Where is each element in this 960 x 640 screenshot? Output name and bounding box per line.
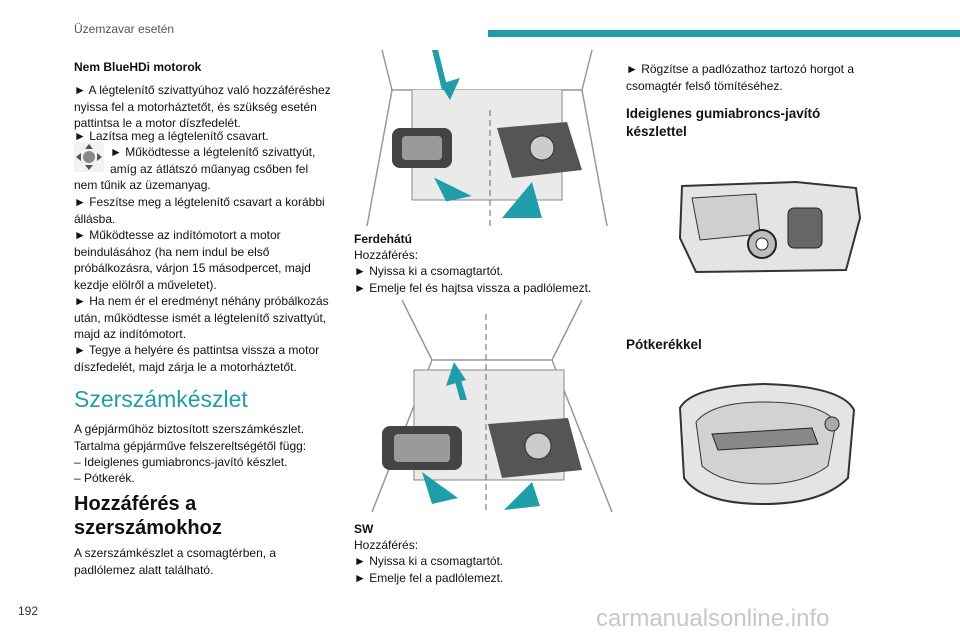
- step-fix-hook: ► Rögzítse a padlózathoz tartozó horgot …: [626, 62, 855, 93]
- access-location-text: A szerszámkészlet a csomagtérben, a padl…: [74, 546, 277, 577]
- step-retry: ► Ha nem ér el eredményt néhány próbálko…: [74, 294, 329, 341]
- heading-access-tools-1: Hozzáférés a: [74, 493, 197, 515]
- heading-access-tools-2: szerszámokhoz: [74, 517, 222, 539]
- toolkit-intro: A gépjárműhöz biztosított szerszámkészle…: [74, 422, 307, 453]
- heading-repair-kit-2: készlettel: [626, 124, 687, 139]
- sw-trunk-illustration: [362, 300, 618, 512]
- heading-repair-kit-1: Ideiglenes gumiabroncs-javító: [626, 106, 821, 121]
- repair-kit-tray-illustration: [676, 178, 862, 276]
- hatchback-access-label: Hozzáférés:: [354, 248, 419, 262]
- step-operate-pump-3: nem tűnik az üzemanyag.: [74, 178, 211, 192]
- hatchback-trunk-illustration: [352, 50, 620, 226]
- heading-spare-wheel: Pótkerékkel: [626, 337, 702, 352]
- step-refit-cover: ► Tegye a helyére és pattintsa vissza a …: [74, 343, 320, 374]
- header-accent-bar: [488, 30, 960, 37]
- sw-step-open: ► Nyissa ki a csomagtartót.: [354, 554, 504, 568]
- page-number: 192: [18, 604, 39, 618]
- heading-non-bluehdi: Nem BlueHDi motorok: [74, 60, 202, 74]
- bleed-pump-icon: [74, 142, 104, 172]
- heading-sw: SW: [354, 522, 374, 536]
- toolkit-item-spare-wheel: – Pótkerék.: [74, 471, 135, 485]
- watermark: carmanualsonline.info: [596, 605, 830, 632]
- step-tighten-screw: ► Feszítse meg a légtelenítő csavart a k…: [74, 195, 325, 226]
- step-operate-pump-2: amíg az átlátszó műanyag csőben fel: [110, 162, 309, 176]
- spare-wheel-tray-illustration: [672, 382, 858, 506]
- sw-access-label: Hozzáférés:: [354, 538, 419, 552]
- step-open-bonnet: ► A légtelenítő szivattyúhoz való hozzáf…: [74, 83, 331, 130]
- toolkit-item-repair-kit: – Ideiglenes gumiabroncs-javító készlet.: [74, 455, 288, 469]
- section-title-toolkit: Szerszámkészlet: [74, 386, 248, 412]
- hatchback-step-open: ► Nyissa ki a csomagtartót.: [354, 264, 504, 278]
- hatchback-step-lift: ► Emelje fel és hajtsa vissza a padlólem…: [354, 281, 592, 295]
- step-loosen-screw: ► Lazítsa meg a légtelenítő csavart.: [74, 129, 269, 143]
- heading-hatchback: Ferdehátú: [354, 232, 413, 246]
- page-header-title: Üzemzavar esetén: [74, 22, 175, 36]
- step-operate-starter: ► Működtesse az indítómotort a motor bei…: [74, 228, 311, 292]
- sw-step-lift: ► Emelje fel a padlólemezt.: [354, 571, 504, 585]
- step-operate-pump-1: ► Működtesse a légtelenítő szivattyút,: [110, 145, 316, 159]
